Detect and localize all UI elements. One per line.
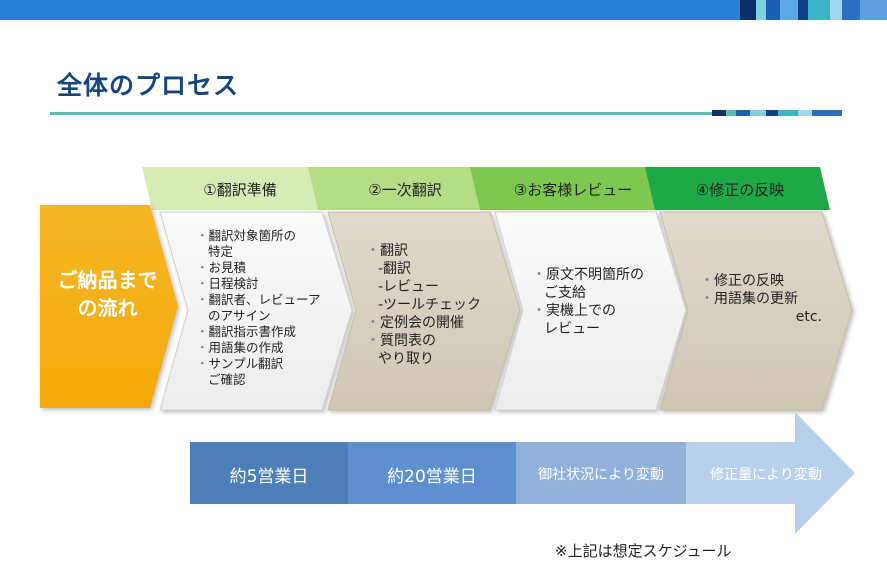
flow-label-line-2: の流れ [77, 296, 138, 320]
list-item: -レビュー [378, 279, 440, 295]
list-item: やり取り [378, 351, 434, 367]
duration-2-bar [348, 442, 516, 504]
duration-4-arrow [686, 412, 855, 534]
list-item: 翻訳対象箇所の [196, 228, 356, 244]
list-item: 実機上での [532, 302, 672, 320]
underline-decoration [712, 110, 842, 116]
list-item: 翻訳指示書作成 [196, 324, 356, 340]
flow-label: ご納品まで の流れ [40, 266, 175, 322]
stage-4-items: 修正の反映 用語集の更新 etc. [700, 272, 830, 326]
list-item: 修正の反映 [700, 272, 830, 290]
title-underline [50, 112, 840, 115]
duration-3-label: 御社状況により変動 [538, 467, 664, 483]
stage-3-tab [470, 167, 666, 210]
list-item: ご確認 [208, 372, 246, 387]
duration-1-bar [190, 442, 348, 504]
stage-2-items: 翻訳 -翻訳 -レビュー -ツールチェック 定例会の開催 質問表の やり取り [366, 242, 516, 368]
stage-2-box [327, 211, 521, 411]
duration-2-label: 約20営業日 [387, 467, 477, 487]
list-item: 原文不明箇所の [532, 266, 672, 284]
list-item: 特定 [208, 244, 234, 259]
schedule-note: ※上記は想定スケジュール [555, 542, 732, 560]
list-item: お見積 [196, 260, 356, 276]
list-item: 翻訳 [366, 242, 516, 260]
list-item: 日程検討 [196, 276, 356, 292]
stage-4-tab [645, 167, 830, 210]
list-item: ご支給 [544, 285, 586, 301]
flow-label-line-1: ご納品まで [57, 268, 158, 292]
list-item: 翻訳者、レビューア [196, 292, 356, 308]
stage-3-items: 原文不明箇所の ご支給 実機上での レビュー [532, 266, 672, 338]
stage-1-items: 翻訳対象箇所の 特定 お見積 日程検討 翻訳者、レビューア のアサイン 翻訳指示… [196, 228, 356, 388]
list-item: -ツールチェック [378, 297, 482, 313]
list-item: -翻訳 [378, 261, 412, 277]
list-item: レビュー [544, 321, 600, 337]
top-bar [0, 0, 887, 20]
page-title: 全体のプロセス [57, 71, 240, 100]
stage-2-label: ②一次翻訳 [368, 181, 442, 199]
duration-1-label: 約5営業日 [229, 467, 309, 487]
stage-1-label: ①翻訳準備 [203, 181, 277, 199]
stage-1-tab [142, 167, 328, 210]
duration-4-label: 修正量により変動 [710, 467, 822, 483]
flow-label-arrow [40, 205, 178, 408]
stage-4-box [659, 211, 853, 411]
list-item: サンプル翻訳 [196, 356, 356, 372]
duration-3-bar [516, 442, 686, 504]
list-item: 用語集の更新 [700, 290, 830, 308]
list-item: 用語集の作成 [196, 340, 356, 356]
list-item: etc. [795, 309, 822, 325]
stage-2-tab [308, 167, 492, 210]
list-item: のアサイン [208, 308, 271, 323]
stage-4-label: ④修正の反映 [695, 181, 785, 199]
stage-3-label: ③お客様レビュー [513, 181, 633, 199]
list-item: 質問表の [366, 332, 516, 350]
list-item: 定例会の開催 [366, 314, 516, 332]
top-bar-decoration [740, 0, 887, 20]
